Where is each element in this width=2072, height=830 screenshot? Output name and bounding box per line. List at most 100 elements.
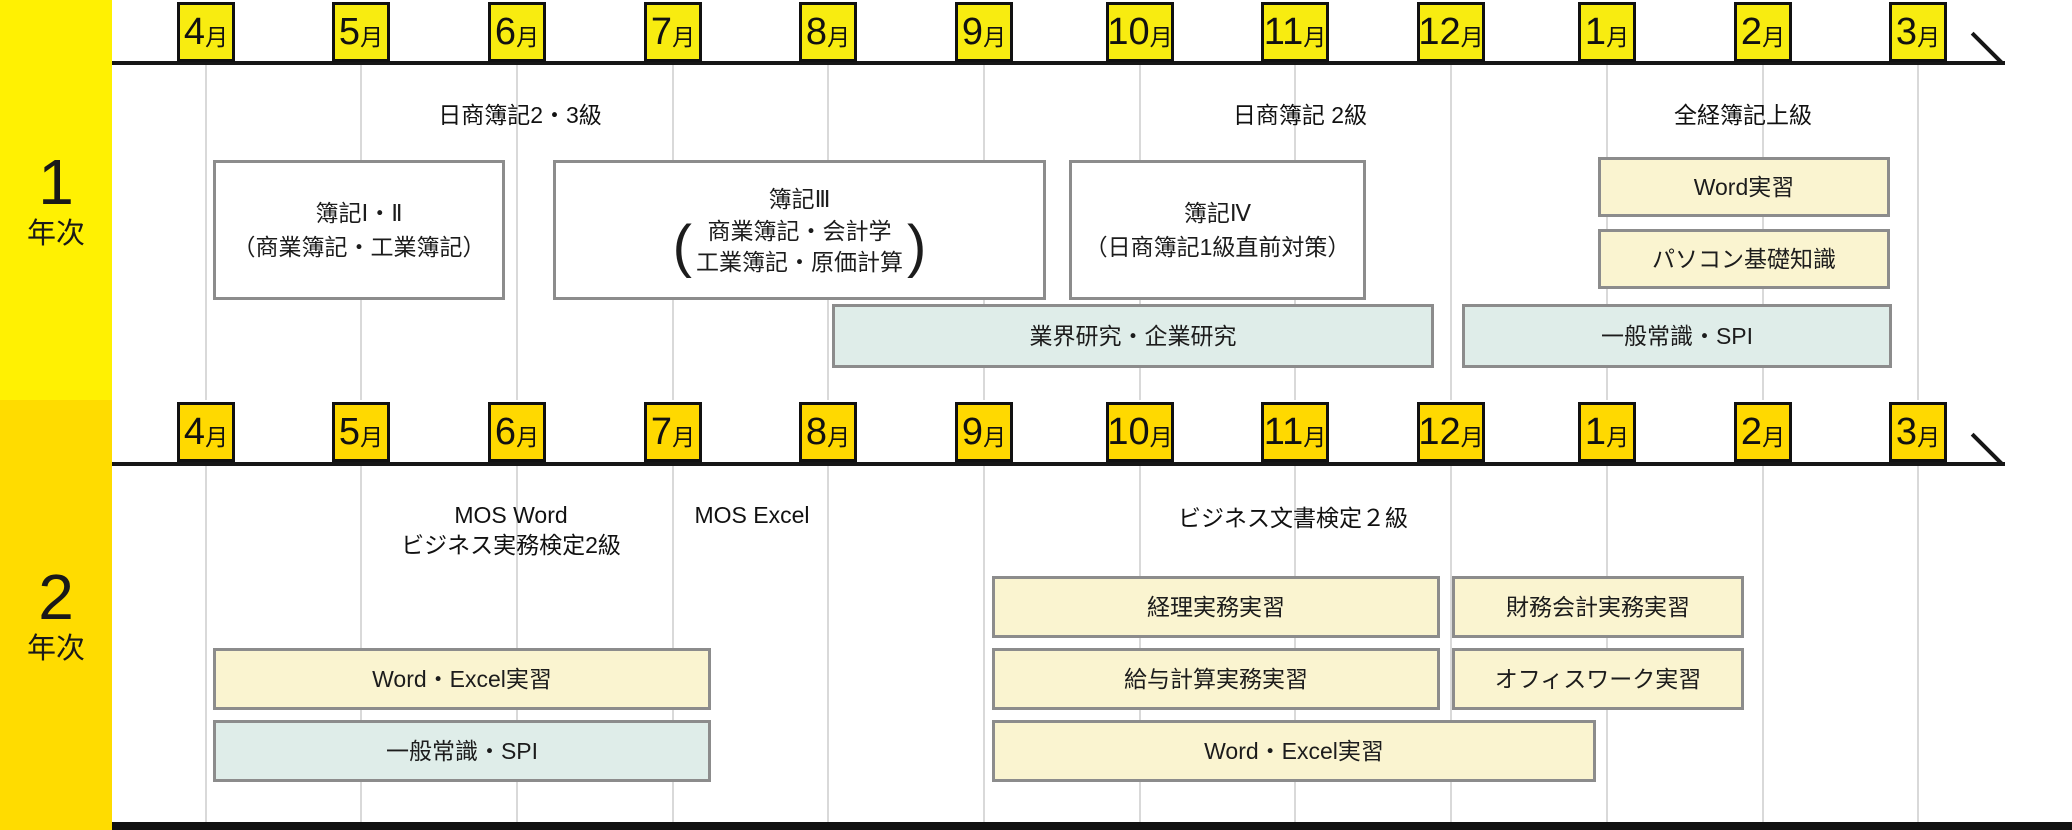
year2-number: 2 (38, 561, 74, 633)
kyuyo-jisshu-label: 給与計算実務実習 (1124, 666, 1308, 692)
month-number: 5 (338, 411, 361, 453)
month-suffix: 月 (1606, 23, 1630, 50)
month-number: 6 (494, 411, 517, 453)
month-number: 9 (961, 411, 984, 453)
boki12-title: 簿記Ⅰ・Ⅱ (315, 200, 403, 226)
boki3-paren-line2: 工業簿記・原価計算 (696, 249, 903, 275)
sidebar-year1-band (0, 0, 112, 400)
heading-zenkei-boki: 全経簿記上級 (1674, 102, 1812, 128)
course-box-pc-kiso: パソコン基礎知識 (1598, 229, 1890, 289)
course-box-word-jisshu: Word実習 (1598, 157, 1890, 217)
course-box-wordexcel-left: Word・Excel実習 (213, 648, 711, 710)
right-paren-glyph: ) (907, 213, 927, 279)
year2-timeline-arrow-icon (1970, 432, 2004, 466)
ippan-spi-year2-label: 一般常識・SPI (385, 738, 539, 764)
month-number: 4 (183, 411, 206, 453)
pc-kiso-label: パソコン基礎知識 (1652, 246, 1836, 272)
month-gridline-6月-year1 (516, 65, 518, 400)
month-number: 10 (1107, 11, 1150, 53)
month-gridline-7月-year2 (672, 466, 674, 822)
boki12-subtitle: （商業簿記・工業簿記） (232, 234, 486, 260)
month-gridline-9月-year2 (983, 466, 985, 822)
month-number: 3 (1895, 411, 1918, 453)
month-gridline-5月-year2 (360, 466, 362, 822)
ippan-spi-year1-label: 一般常識・SPI (1600, 323, 1754, 349)
month-suffix: 月 (1917, 23, 1941, 50)
course-box-keiri-jisshu: 経理実務実習 (992, 576, 1440, 638)
month-suffix: 月 (1303, 423, 1327, 450)
month-number: 2 (1740, 411, 1763, 453)
month-suffix: 月 (1460, 23, 1484, 50)
month-suffix: 月 (672, 23, 696, 50)
year1-number: 1 (38, 146, 74, 218)
sidebar-year2-band (0, 400, 112, 830)
month-gridline-1月-year2 (1606, 466, 1608, 822)
month-number: 12 (1418, 11, 1461, 53)
year2-label: 2 年次 (0, 565, 112, 664)
wordexcel-wide-label: Word・Excel実習 (1204, 738, 1384, 764)
month-suffix: 月 (1303, 23, 1327, 50)
month-suffix: 月 (205, 23, 229, 50)
month-suffix: 月 (1606, 423, 1630, 450)
month-gridline-11月-year2 (1294, 466, 1296, 822)
month-number: 11 (1263, 411, 1304, 453)
boki3-title: 簿記Ⅲ (768, 186, 831, 212)
month-gridline-3月-year1 (1917, 65, 1919, 400)
month-gridline-12月-year2 (1450, 466, 1452, 822)
boki3-paren-line1: 商業簿記・会計学 (707, 218, 892, 244)
month-suffix: 月 (360, 23, 384, 50)
bottom-border-bar (112, 822, 2072, 830)
month-number: 8 (805, 11, 828, 53)
month-suffix: 月 (983, 423, 1007, 450)
course-box-zaimu-jisshu: 財務会計実務実習 (1452, 576, 1744, 638)
month-gridline-12月-year1 (1450, 65, 1452, 400)
gyokai-kenkyu-label: 業界研究・企業研究 (1029, 323, 1237, 349)
course-box-gyokai-kenkyu: 業界研究・企業研究 (832, 304, 1434, 368)
month-gridline-10月-year2 (1139, 466, 1141, 822)
course-box-ippan-spi-year2: 一般常識・SPI (213, 720, 711, 782)
year1-label: 1 年次 (0, 150, 112, 249)
heading-mos-excel: MOS Excel (694, 502, 810, 528)
month-suffix: 月 (1149, 23, 1173, 50)
month-number: 3 (1895, 11, 1918, 53)
course-box-office-jisshu: オフィスワーク実習 (1452, 648, 1744, 710)
month-suffix: 月 (1460, 423, 1484, 450)
month-suffix: 月 (360, 423, 384, 450)
month-gridline-2月-year2 (1762, 466, 1764, 822)
year1-timeline-arrow-icon (1970, 31, 2004, 65)
heading-nissho-boki-2: 日商簿記 2級 (1232, 102, 1368, 128)
heading-nissho-boki-23: 日商簿記2・3級 (438, 102, 602, 128)
month-number: 4 (183, 11, 206, 53)
month-number: 9 (961, 11, 984, 53)
zaimu-jisshu-label: 財務会計実務実習 (1506, 594, 1690, 620)
month-suffix: 月 (205, 423, 229, 450)
month-number: 2 (1740, 11, 1763, 53)
course-box-wordexcel-wide: Word・Excel実習 (992, 720, 1596, 782)
wordexcel-left-label: Word・Excel実習 (372, 666, 552, 692)
keiri-jisshu-label: 経理実務実習 (1147, 594, 1285, 620)
year2-suffix: 年次 (26, 633, 85, 665)
course-box-boki-1-2: 簿記Ⅰ・Ⅱ （商業簿記・工業簿記） (213, 160, 505, 300)
month-number: 7 (650, 11, 673, 53)
month-number: 12 (1418, 411, 1461, 453)
month-suffix: 月 (1917, 423, 1941, 450)
month-suffix: 月 (1762, 423, 1786, 450)
boki4-title: 簿記Ⅳ (1183, 200, 1252, 226)
month-number: 5 (338, 11, 361, 53)
month-suffix: 月 (516, 423, 540, 450)
left-paren-glyph: ( (672, 213, 692, 279)
